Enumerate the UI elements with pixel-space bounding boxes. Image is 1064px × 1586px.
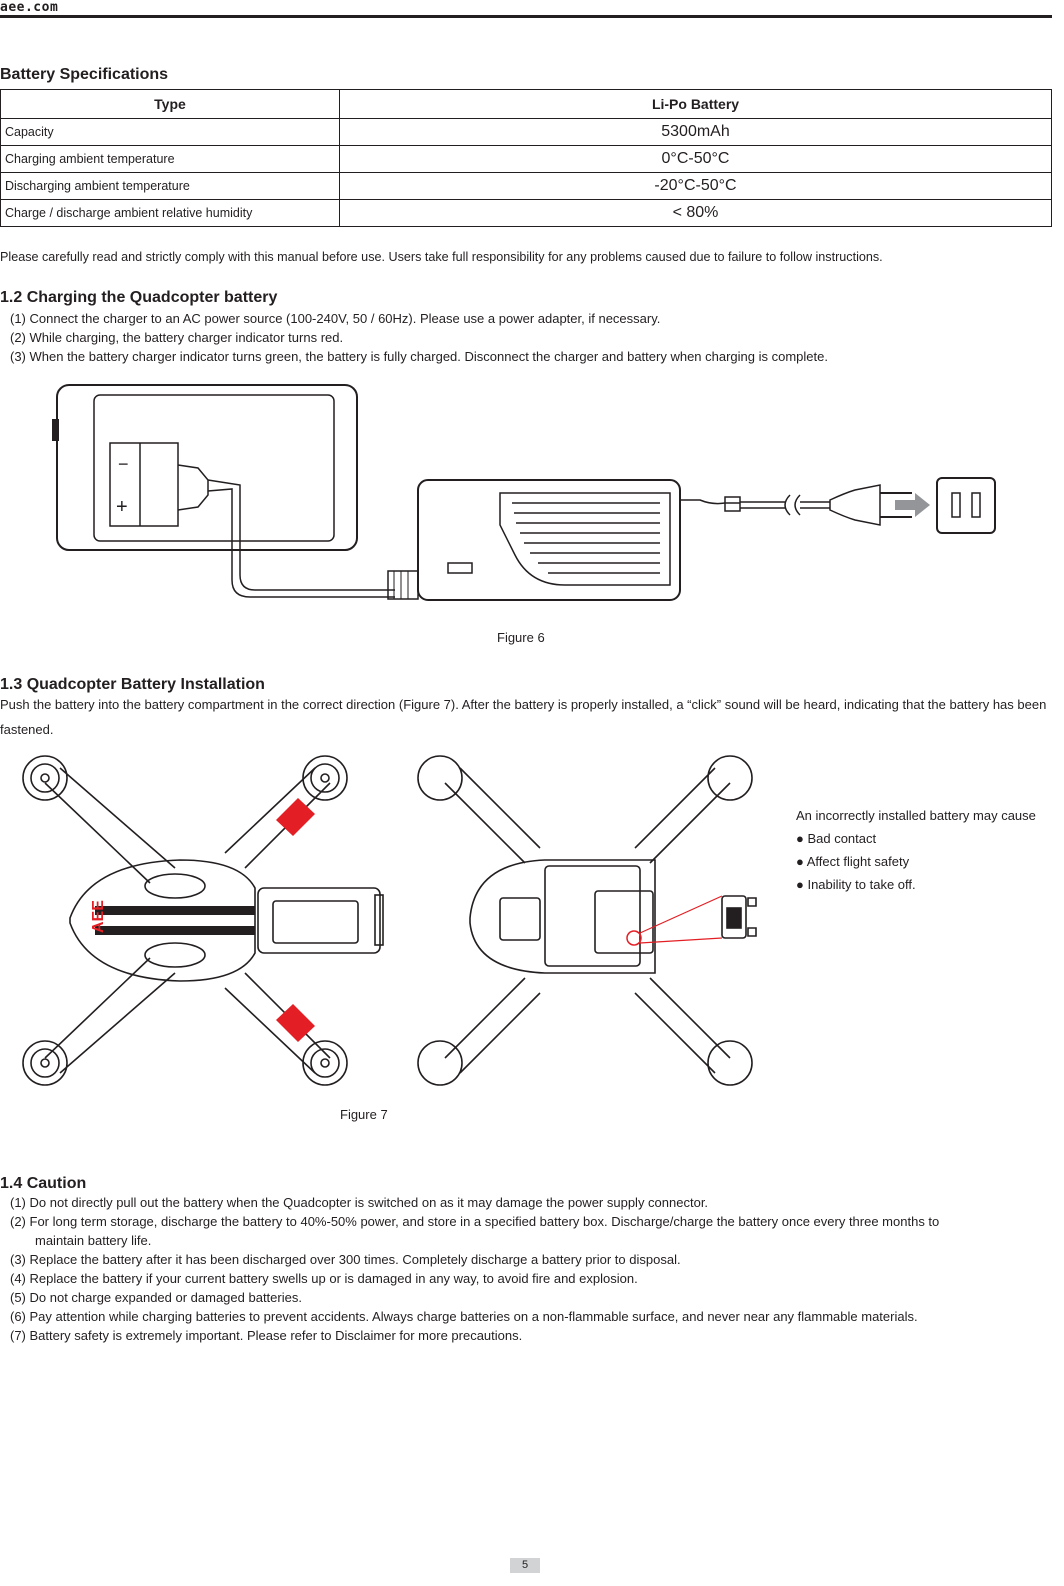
spec-value: -20°C-50°C [339, 172, 1052, 200]
battery-plus-label: + [116, 496, 128, 518]
spec-label: Capacity [0, 118, 340, 146]
table-row: Charging ambient temperature 0°C-50°C [0, 145, 1052, 173]
section-title-charging: 1.2 Charging the Quadcopter battery [0, 289, 278, 306]
battery-pack [257, 887, 381, 954]
spec-value: < 80% [339, 199, 1052, 227]
arm-front-left-bottom [444, 767, 541, 864]
table-row: Discharging ambient temperature -20°C-50… [0, 172, 1052, 200]
list-item: maintain battery life. [10, 1231, 939, 1250]
ac-plug [829, 484, 881, 526]
figure-6-caption: Figure 6 [497, 630, 545, 645]
battery-compartment [544, 865, 641, 967]
list-item: (3) When the battery charger indicator t… [10, 349, 828, 364]
list-item: (6) Pay attention while charging batteri… [10, 1309, 918, 1324]
header-logo: aee.com [0, 0, 59, 15]
adapter-vent-grille [512, 502, 660, 574]
motor [302, 1040, 348, 1086]
charging-steps-list: (1) Connect the charger to an AC power s… [10, 309, 828, 366]
responsibility-note: Please carefully read and strictly compl… [0, 250, 883, 264]
wall-socket [936, 477, 996, 534]
list-item: (2) While charging, the battery charger … [10, 330, 344, 345]
arrow-right-icon [895, 493, 930, 517]
warning-intro: An incorrectly installed battery may cau… [796, 808, 1036, 823]
quadcopter-body-top [69, 859, 256, 982]
section-title-installation: 1.3 Quadcopter Battery Installation [0, 676, 265, 693]
figure-7-caption: Figure 7 [340, 1107, 388, 1122]
list-item: (1) Connect the charger to an AC power s… [10, 311, 661, 326]
battery-body [56, 384, 358, 551]
spec-value: 0°C-50°C [339, 145, 1052, 173]
spec-header-row: Type Li-Po Battery [0, 89, 1052, 119]
power-adapter [417, 479, 681, 601]
quadcopter-body-bottom [469, 859, 656, 974]
list-item: (4) Replace the battery if your current … [10, 1271, 638, 1286]
motor [302, 755, 348, 801]
cable-strain-relief [387, 570, 419, 600]
arm-rear-left [44, 957, 176, 1074]
charger-illustration: − + [52, 384, 996, 601]
spec-table: Type Li-Po Battery Capacity 5300mAh Char… [0, 89, 1052, 227]
unlock-icon [747, 897, 757, 907]
aee-brand-mark: AEE [90, 900, 107, 933]
quadcopter-illustration: AEE [22, 755, 757, 1086]
spec-header-type: Type [0, 89, 340, 119]
arm-front-right [224, 767, 331, 869]
list-item: ● Inability to take off. [796, 877, 916, 892]
arm-front-left [44, 767, 176, 884]
charger-indicator [447, 562, 473, 574]
installation-warning: An incorrectly installed battery may cau… [796, 804, 1046, 896]
list-item: (7) Battery safety is extremely importan… [10, 1328, 523, 1343]
list-item: (1) Do not directly pull out the battery… [10, 1195, 709, 1210]
spec-label: Charging ambient temperature [0, 145, 340, 173]
list-item: ● Affect flight safety [796, 854, 910, 869]
list-item: (5) Do not charge expanded or damaged ba… [10, 1290, 302, 1305]
red-arm-marker [276, 1004, 315, 1042]
spec-title: Battery Specifications [0, 66, 169, 83]
table-row: Charge / discharge ambient relative humi… [0, 199, 1052, 227]
spec-label: Charge / discharge ambient relative humi… [0, 199, 340, 227]
list-item: (2) For long term storage, discharge the… [10, 1214, 940, 1229]
battery-latch [721, 895, 747, 939]
section-title-caution: 1.4 Caution [0, 1175, 87, 1192]
list-item: ● Bad contact [796, 831, 877, 846]
motor [22, 1040, 68, 1086]
motor [22, 755, 68, 801]
arm-rear-right [224, 972, 331, 1074]
latch-highlight [626, 930, 642, 946]
page-number: 5 [510, 1558, 540, 1573]
battery-minus-label: − [118, 454, 129, 474]
spec-value: 5300mAh [339, 118, 1052, 146]
battery-terminal [109, 442, 179, 527]
spec-label: Discharging ambient temperature [0, 172, 340, 200]
table-row: Capacity 5300mAh [0, 118, 1052, 146]
red-arm-marker [276, 798, 315, 836]
caution-list: (1) Do not directly pull out the battery… [10, 1193, 939, 1345]
lock-icon [747, 927, 757, 937]
list-item-continuation: maintain battery life. [35, 1233, 152, 1248]
installation-paragraph: Push the battery into the battery compar… [0, 697, 1047, 737]
spec-header-battery: Li-Po Battery [339, 89, 1052, 119]
header-rule [0, 15, 1052, 18]
list-item: (3) Replace the battery after it has bee… [10, 1252, 681, 1267]
